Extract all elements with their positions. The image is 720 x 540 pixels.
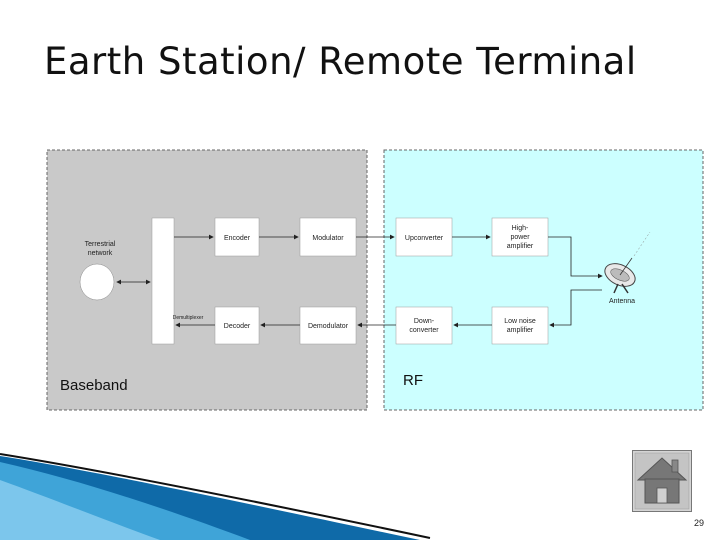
modulator-label: Modulator [312, 235, 344, 242]
rx-arrow-from-antenna [549, 289, 602, 328]
terrestrial-network-label-1: Terrestrial [85, 241, 116, 248]
decoder-block [214, 306, 260, 345]
hpa-label-1: High- [512, 225, 529, 232]
decorative-swoosh [0, 453, 431, 540]
home-button[interactable] [632, 450, 692, 512]
upconverter-block [395, 217, 453, 257]
page-number: 29 [693, 518, 704, 528]
rf-label: RF [403, 372, 423, 389]
hpa-label-2: power [510, 234, 530, 241]
interface-label: Demultiplexer [173, 315, 204, 321]
lna-label-2: amplifier [507, 327, 534, 334]
slide-title: Earth Station/ Remote Terminal [44, 40, 637, 83]
downconverter-block [395, 306, 453, 345]
modulator-block [299, 217, 357, 257]
hpa-label-3: amplifier [507, 243, 534, 250]
lna-block [491, 306, 549, 345]
satellite-dish-icon [604, 231, 651, 294]
home-icon [632, 450, 692, 512]
baseband-label: Baseband [60, 377, 128, 394]
demodulator-block [299, 306, 357, 345]
terrestrial-network-label-2: network [88, 250, 113, 257]
interface-bar [151, 217, 175, 345]
terrestrial-network-block: Terrestrial network [79, 241, 116, 301]
network-cloud-icon [79, 263, 115, 301]
downconverter-label-1: Down- [414, 318, 435, 325]
encoder-block [214, 217, 260, 257]
lna-label-1: Low noise [504, 318, 536, 325]
rf-panel [383, 149, 704, 411]
hpa-block [491, 217, 549, 257]
antenna-label: Antenna [609, 298, 635, 305]
decoder-label: Decoder [224, 323, 251, 330]
tx-arrow-to-antenna [548, 236, 603, 279]
upconverter-label: Upconverter [405, 235, 444, 242]
demodulator-label: Demodulator [308, 323, 349, 330]
encoder-label: Encoder [224, 235, 251, 242]
downconverter-label-2: converter [409, 327, 439, 334]
